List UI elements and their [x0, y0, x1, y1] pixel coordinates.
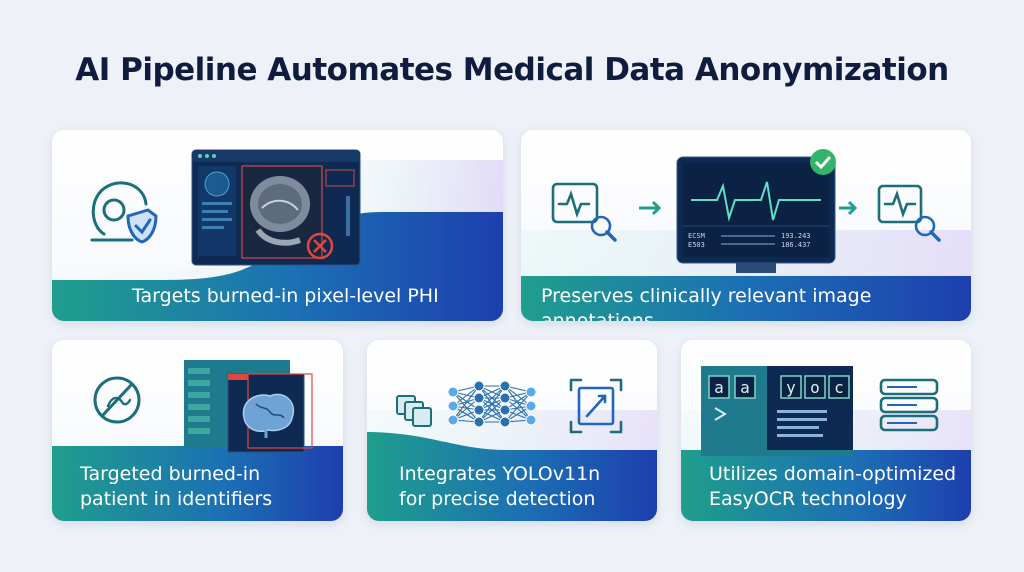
card-yolo-detection-art: [367, 378, 657, 521]
caption-line: Integrates YOLOv11n: [399, 463, 601, 485]
monitor-value-1: 193.243: [781, 232, 811, 240]
card-pixel-phi-art: [52, 149, 503, 321]
ocr-tile: [708, 375, 730, 399]
network-node: [473, 404, 485, 416]
ecg-search-icon-left: [551, 182, 617, 242]
resize-detection-icon: [569, 378, 623, 434]
caption-line: Preserves clinically relevant image anno…: [541, 285, 872, 321]
no-signature-icon: [93, 376, 141, 424]
network-node: [473, 392, 485, 404]
ocr-tile: [804, 375, 826, 399]
ocr-tile: [828, 375, 850, 399]
network-node: [499, 392, 511, 404]
ocr-tile-letter: o: [810, 378, 820, 397]
card-yolo-detection-caption: Integrates YOLOv11n for precise detectio…: [399, 462, 649, 512]
network-node: [473, 416, 485, 428]
caption-line: Utilizes domain-optimized: [709, 463, 957, 485]
network-node: [525, 386, 537, 398]
card-preserve-annotations: ECSM E503 193.243 186.437 Preserves clin…: [521, 130, 971, 321]
neural-network-icon: [447, 380, 537, 428]
card-patient-identifiers-art: [52, 360, 343, 521]
ocr-tile-letter: a: [740, 378, 750, 397]
arrow-right-icon-2: [839, 200, 858, 216]
ocr-tile: [734, 375, 756, 399]
card-easyocr-caption: Utilizes domain-optimized EasyOCR techno…: [709, 462, 964, 512]
card-patient-identifiers: Targeted burned-in patient in identifier…: [52, 340, 343, 521]
network-node: [525, 414, 537, 426]
brain-scan-panel: [184, 360, 313, 453]
ocr-tile-letter: y: [786, 378, 796, 397]
caption-line: Targets burned-in pixel-level PHI: [132, 285, 439, 307]
caption-line: EasyOCR technology: [709, 488, 907, 510]
network-node: [447, 400, 459, 412]
caption-line: patient in identifiers: [80, 488, 273, 510]
mri-viewer-window: [191, 149, 361, 266]
network-node: [499, 380, 511, 392]
card-patient-identifiers-caption: Targeted burned-in patient in identifier…: [80, 462, 335, 512]
arrow-right-icon: [639, 200, 662, 216]
network-node: [499, 404, 511, 416]
network-node: [447, 414, 459, 426]
monitor-value-2: 186.437: [781, 241, 811, 249]
card-preserve-annotations-caption: Preserves clinically relevant image anno…: [541, 284, 961, 321]
ecg-monitor: [676, 156, 836, 273]
network-node: [473, 380, 485, 392]
check-badge-icon: [810, 149, 836, 175]
card-yolo-detection: Integrates YOLOv11n for precise detectio…: [367, 340, 657, 521]
network-node: [525, 400, 537, 412]
mri-shield-icon: [90, 181, 158, 244]
stacked-layers-icon: [396, 395, 432, 427]
server-list-icon: [879, 378, 939, 432]
card-pixel-phi: Targets burned-in pixel-level PHI: [52, 130, 503, 321]
card-pixel-phi-caption: Targets burned-in pixel-level PHI: [132, 284, 492, 309]
monitor-label-2: E503: [688, 241, 705, 249]
card-preserve-annotations-art: ECSM E503 193.243 186.437: [521, 149, 971, 321]
ocr-tile-letter: c: [834, 378, 844, 397]
ocr-tile-letter: a: [714, 378, 724, 397]
network-node: [499, 416, 511, 428]
caption-line: for precise detection: [399, 488, 596, 510]
page-title: AI Pipeline Automates Medical Data Anony…: [75, 52, 949, 88]
ocr-tile: [780, 375, 802, 399]
network-node: [447, 386, 459, 398]
caption-line: Targeted burned-in: [80, 463, 261, 485]
ecg-search-icon-right: [877, 184, 941, 242]
monitor-label-1: ECSM: [688, 232, 705, 240]
